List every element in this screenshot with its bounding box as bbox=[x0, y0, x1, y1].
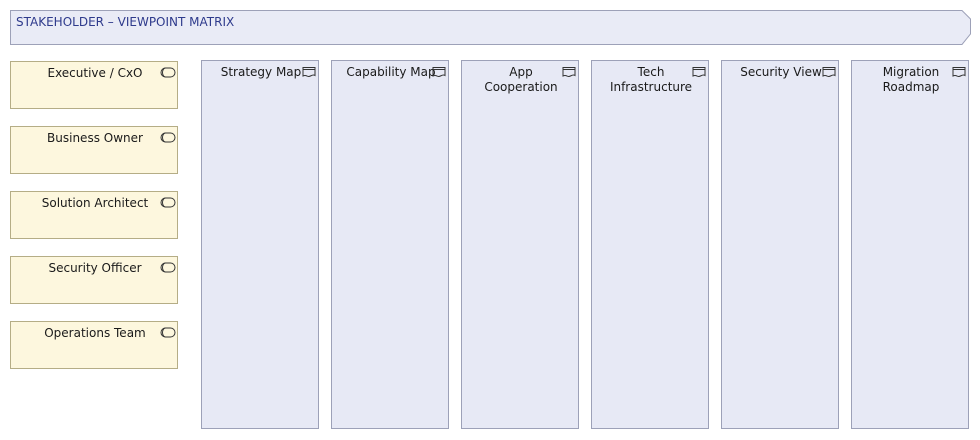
representation-icon bbox=[302, 67, 316, 77]
stakeholder-icon bbox=[160, 132, 176, 143]
viewpoint-migration-roadmap[interactable]: Migration Roadmap bbox=[851, 60, 969, 429]
stakeholder-business-owner[interactable]: Business Owner bbox=[10, 126, 178, 174]
viewpoint-tech-infrastructure[interactable]: Tech Infrastructure bbox=[591, 60, 709, 429]
stakeholder-solution-architect[interactable]: Solution Architect bbox=[10, 191, 178, 239]
representation-icon bbox=[952, 67, 966, 77]
stakeholder-icon bbox=[160, 67, 176, 78]
matrix-header-frame bbox=[10, 10, 971, 45]
stakeholder-operations-team[interactable]: Operations Team bbox=[10, 321, 178, 369]
representation-icon bbox=[562, 67, 576, 77]
matrix-header[interactable]: STAKEHOLDER – VIEWPOINT MATRIX bbox=[10, 10, 971, 45]
representation-icon bbox=[822, 67, 836, 77]
stakeholder-label: Security Officer bbox=[48, 261, 142, 275]
stakeholder-label: Business Owner bbox=[47, 131, 143, 145]
stakeholder-icon bbox=[160, 197, 176, 208]
stakeholder-label: Solution Architect bbox=[41, 196, 149, 210]
stakeholder-icon bbox=[160, 262, 176, 273]
stakeholder-icon bbox=[160, 327, 176, 338]
viewpoint-label: Security View bbox=[740, 65, 822, 79]
representation-icon bbox=[692, 67, 706, 77]
stakeholder-label: Executive / CxO bbox=[47, 66, 143, 80]
viewpoint-security-view[interactable]: Security View bbox=[721, 60, 839, 429]
representation-icon bbox=[432, 67, 446, 77]
matrix-title: STAKEHOLDER – VIEWPOINT MATRIX bbox=[16, 15, 235, 29]
stakeholder-executive-cxo[interactable]: Executive / CxO bbox=[10, 61, 178, 109]
viewpoint-strategy-map[interactable]: Strategy Map bbox=[201, 60, 319, 429]
stakeholder-security-officer[interactable]: Security Officer bbox=[10, 256, 178, 304]
viewpoint-label: App Cooperation bbox=[484, 65, 558, 94]
viewpoint-app-cooperation[interactable]: App Cooperation bbox=[461, 60, 579, 429]
viewpoint-label: Tech Infrastructure bbox=[609, 65, 693, 94]
viewpoint-label: Migration Roadmap bbox=[882, 65, 940, 94]
stakeholder-label: Operations Team bbox=[44, 326, 146, 340]
viewpoint-label: Capability Map bbox=[346, 65, 436, 79]
viewpoint-capability-map[interactable]: Capability Map bbox=[331, 60, 449, 429]
viewpoint-label: Strategy Map bbox=[220, 65, 302, 79]
